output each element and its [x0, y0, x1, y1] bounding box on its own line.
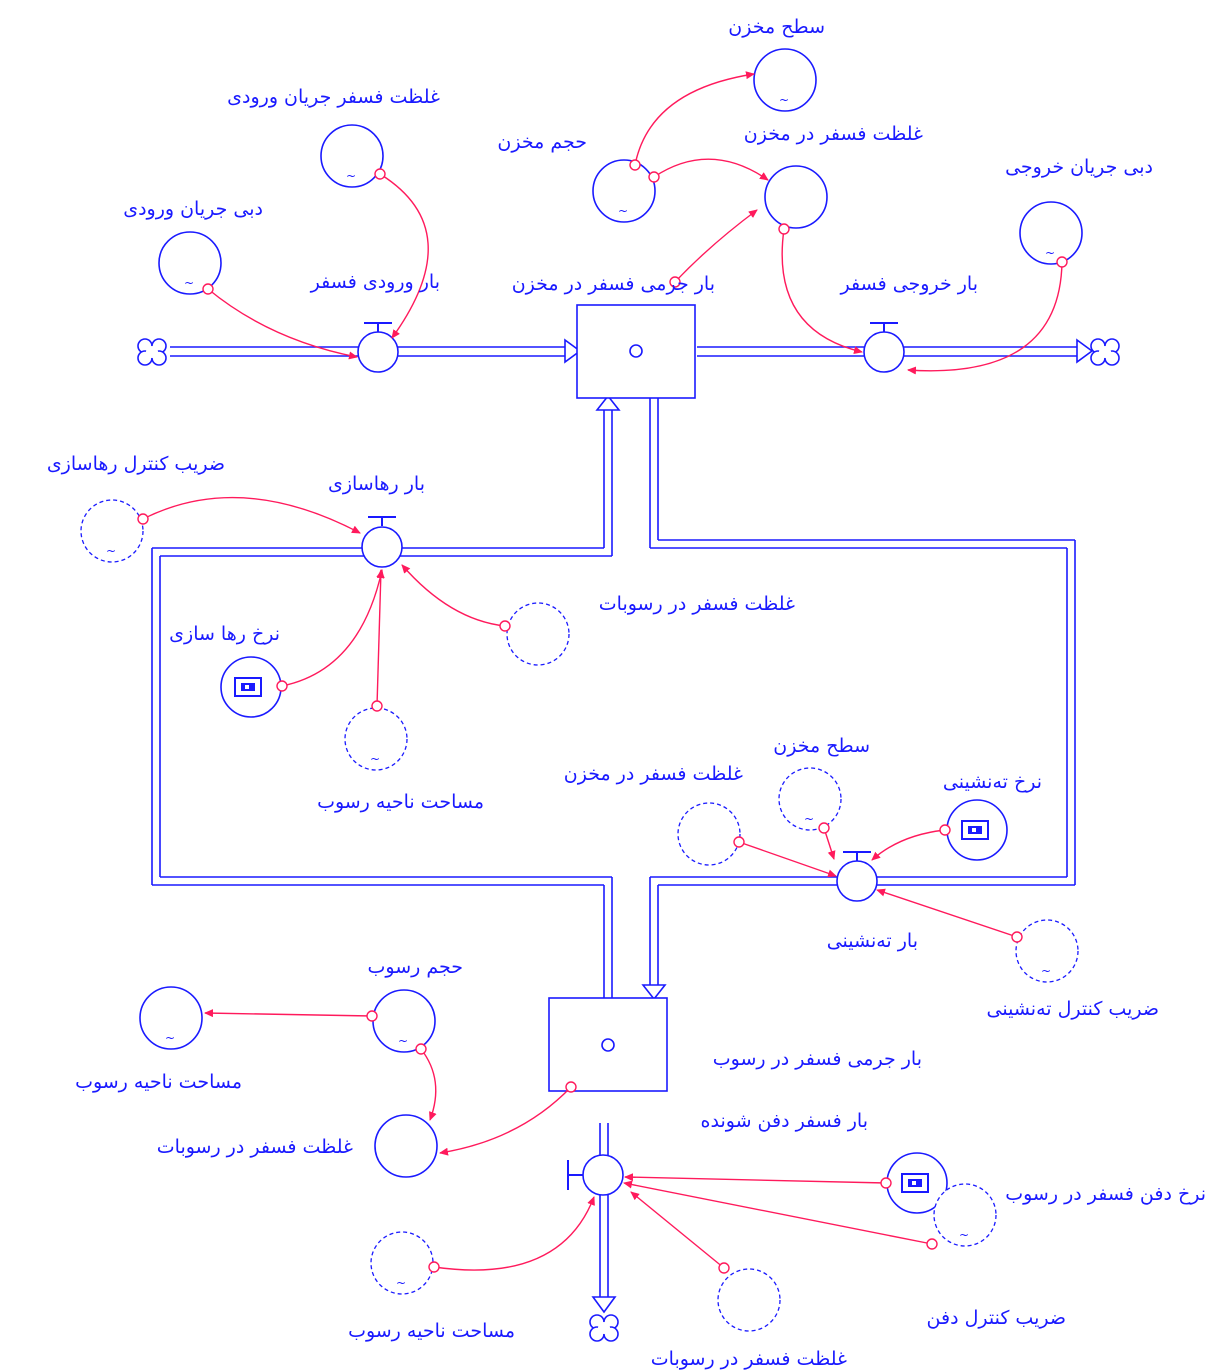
label-burial-load: بار فسفر دفن شونده: [701, 1110, 868, 1132]
label-settling-load: بار ته‌نشینی: [827, 930, 918, 952]
label-reservoir-level-top: سطح مخزن: [728, 16, 825, 38]
p-input-valve[interactable]: [357, 322, 399, 373]
label-sediment-p-conc-bottom: غلظت فسفر در رسوبات: [651, 1348, 847, 1370]
label-release-control-coef: ضریب کنترل رهاسازی: [47, 453, 225, 475]
svg-text:~: ~: [1045, 246, 1055, 260]
svg-text:~: ~: [184, 276, 194, 290]
label-reservoir-volume: حجم مخزن: [497, 131, 587, 153]
source-cloud-icon: [137, 338, 167, 366]
aux-inflow-discharge[interactable]: ~: [158, 231, 222, 295]
ghost-sediment-area-mid[interactable]: ~: [344, 707, 408, 771]
release-valve[interactable]: [361, 516, 403, 568]
ghost-sediment-area-bottom[interactable]: ~: [370, 1231, 434, 1295]
ghost-sediment-p-conc-mid[interactable]: [506, 602, 570, 666]
label-reservoir-level-mid: سطح مخزن: [773, 735, 870, 757]
ghost-reservoir-p-conc-mid[interactable]: [677, 802, 741, 866]
causal-links: [137, 71, 1068, 1274]
ghost-reservoir-level-mid[interactable]: ~: [778, 767, 842, 831]
label-burial-control-coef: ضریب کنترل دفن: [927, 1307, 1066, 1329]
svg-text:~: ~: [106, 544, 116, 558]
sink-cloud-icon: [1090, 338, 1120, 366]
aux-outflow-discharge[interactable]: ~: [1019, 201, 1083, 265]
svg-text:~: ~: [346, 169, 356, 183]
label-reservoir-p-conc-mid: غلظت فسفر در مخزن: [564, 763, 743, 785]
ghost-release-control-coef[interactable]: ~: [80, 499, 144, 563]
label-outflow-discharge: دبی جریان خروجی: [1005, 156, 1153, 178]
label-sediment-p-conc-left: غلظت فسفر در رسوبات: [157, 1136, 353, 1158]
label-sediment-area-mid: مساحت ناحیه رسوب: [317, 791, 484, 813]
svg-text:~: ~: [1041, 964, 1051, 978]
release-rate-constant[interactable]: [220, 656, 282, 718]
label-reservoir-p-mass: بار جرمی فسفر در مخزن: [512, 273, 715, 295]
aux-inflow-p-conc[interactable]: ~: [320, 124, 384, 188]
label-p-input-load: بار ورودی فسفر: [310, 271, 440, 293]
label-inflow-p-conc: غلظت فسفر جریان ورودی: [227, 86, 440, 108]
label-sediment-area-bottom: مساحت ناحیه رسوب: [348, 1320, 515, 1342]
label-settling-rate: نرخ ته‌نشینی: [943, 771, 1042, 793]
label-sediment-p-conc-mid: غلظت فسفر در رسوبات: [599, 593, 795, 615]
svg-text:~: ~: [959, 1228, 969, 1242]
labels: سطح مخزن غلظت فسفر جریان ورودی حجم مخزن …: [47, 16, 1206, 1370]
aux-sediment-p-conc-left[interactable]: [374, 1114, 438, 1178]
label-sediment-volume: حجم رسوب: [368, 956, 464, 978]
label-release-load: بار رهاسازی: [328, 473, 425, 495]
label-p-output-load: بار خروجی فسفر: [840, 273, 978, 295]
ghost-settling-control-coef[interactable]: ~: [1015, 919, 1079, 983]
svg-text:~: ~: [779, 93, 789, 107]
aux-reservoir-level[interactable]: ~: [753, 48, 817, 112]
label-sediment-p-mass: بار جرمی فسفر در رسوب: [713, 1048, 922, 1070]
reservoir-stock[interactable]: [576, 304, 696, 399]
label-reservoir-p-conc: غلظت فسفر در مخزن: [744, 123, 923, 145]
ghost-burial-control-coef[interactable]: ~: [933, 1183, 997, 1247]
label-burial-rate: نرخ دفن فسفر در رسوب: [1005, 1183, 1206, 1205]
label-sediment-area-left: مساحت ناحیه رسوب: [75, 1071, 242, 1093]
ghost-sediment-p-conc-bottom[interactable]: [717, 1268, 781, 1332]
label-settling-control-coef: ضریب کنترل ته‌نشینی: [987, 998, 1159, 1020]
settling-rate-constant[interactable]: [946, 799, 1008, 861]
burial-valve[interactable]: [567, 1154, 624, 1196]
svg-text:~: ~: [165, 1031, 175, 1045]
p-output-valve[interactable]: [863, 322, 905, 373]
label-release-rate: نرخ رها سازی: [169, 623, 280, 645]
aux-sediment-volume[interactable]: ~: [372, 989, 436, 1053]
label-inflow-discharge: دبی جریان ورودی: [123, 198, 263, 220]
svg-text:~: ~: [398, 1034, 408, 1048]
aux-sediment-area-left[interactable]: ~: [139, 986, 203, 1050]
svg-text:~: ~: [370, 752, 380, 766]
settling-valve[interactable]: [836, 851, 878, 902]
aux-reservoir-p-conc[interactable]: [764, 165, 828, 229]
svg-text:~: ~: [396, 1276, 406, 1290]
sediment-stock[interactable]: [548, 997, 668, 1092]
burial-sink-cloud-icon: [589, 1314, 619, 1342]
aux-reservoir-volume[interactable]: ~: [592, 159, 656, 223]
svg-text:~: ~: [804, 812, 814, 826]
svg-text:~: ~: [618, 204, 628, 218]
